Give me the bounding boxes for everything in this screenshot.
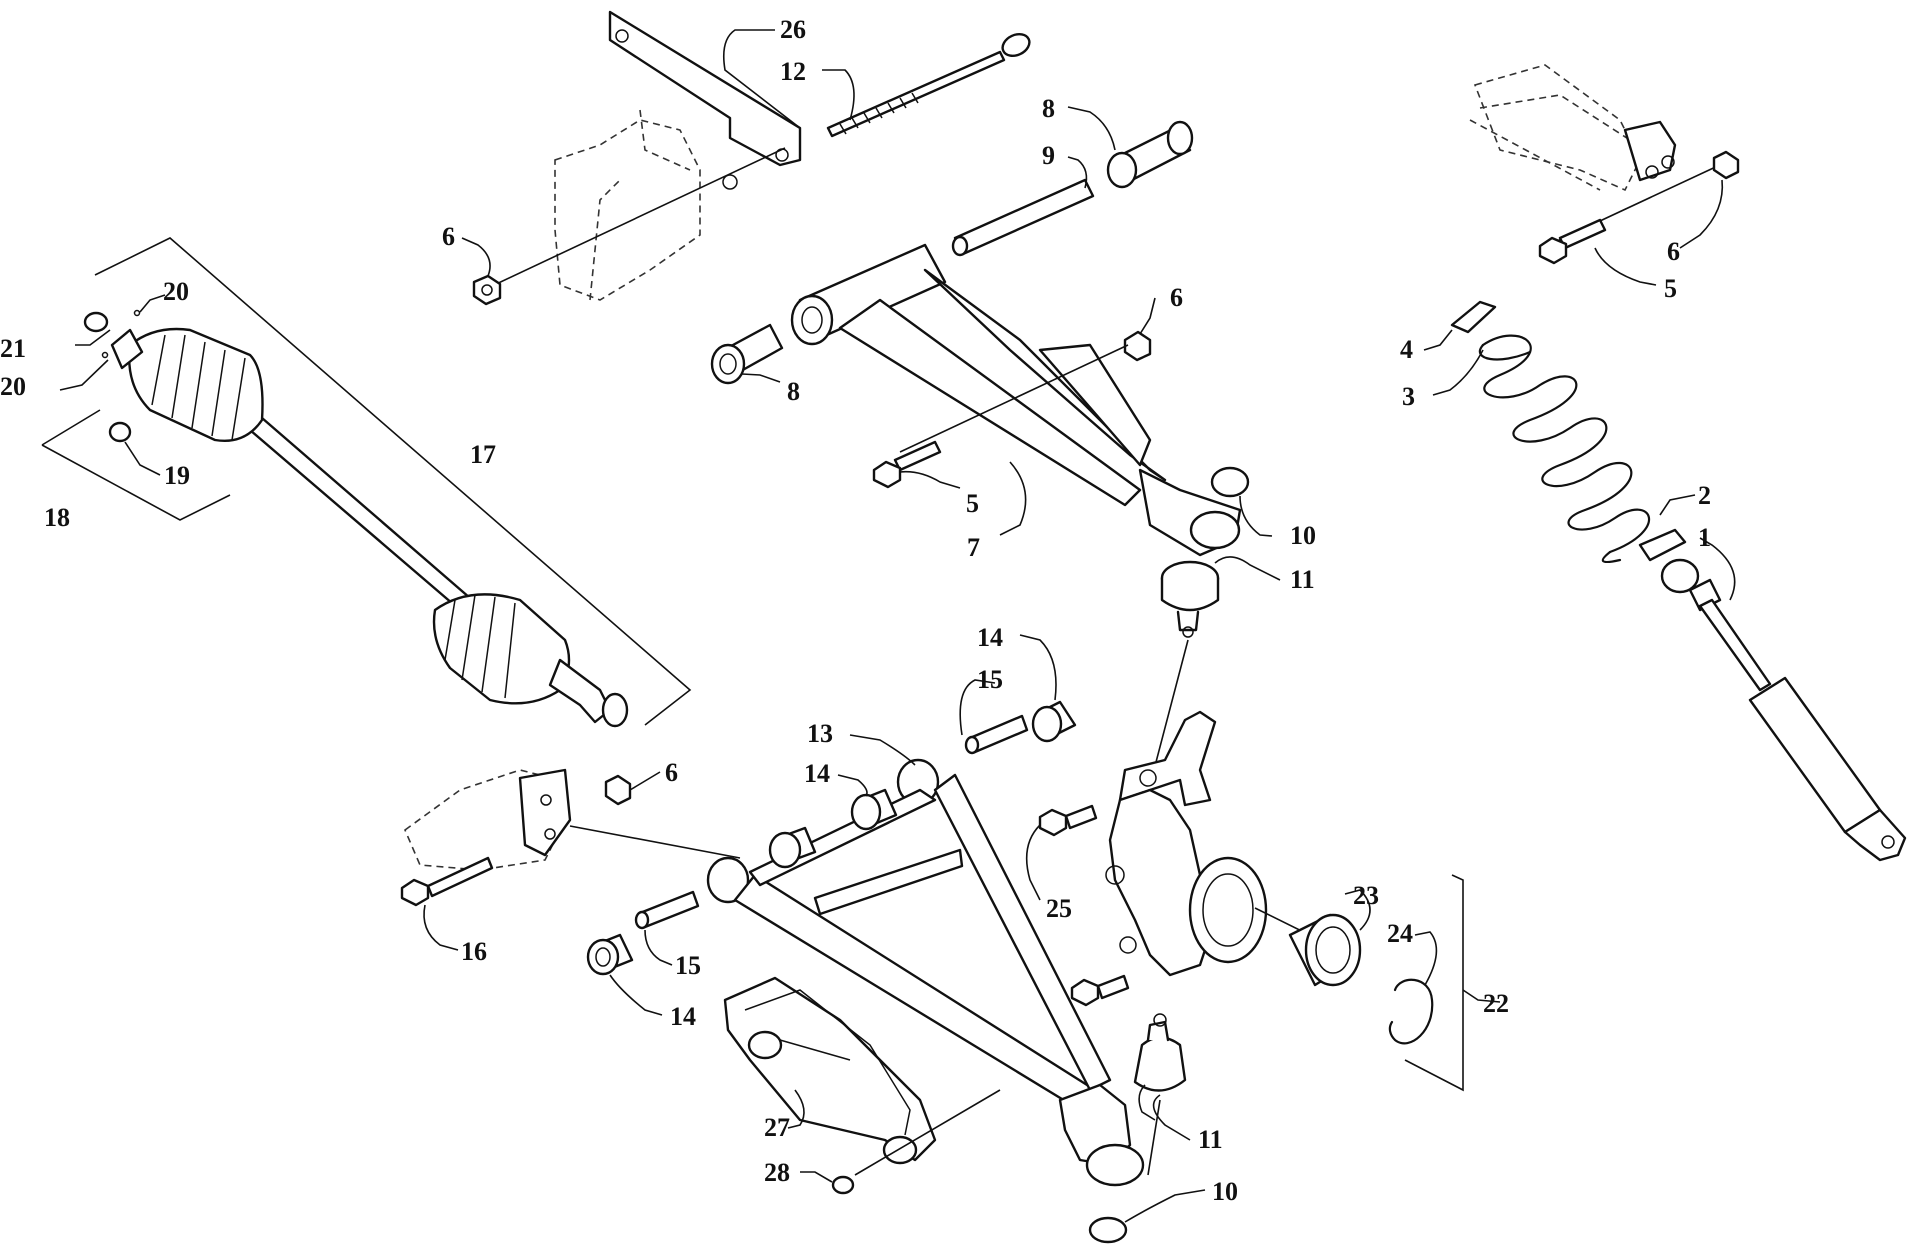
callout-20-lower: 20	[0, 372, 26, 401]
bolt-5-shock	[1538, 218, 1607, 265]
callout-16: 16	[461, 937, 487, 966]
flange-nut-6-upper-left	[472, 274, 502, 306]
leader-lines	[59, 29, 1736, 1223]
assembly-line-lower-bracket	[569, 825, 741, 859]
bolt-25-upper	[1038, 804, 1098, 837]
callout-5-upper-arm: 5	[966, 489, 979, 518]
bushing-8-upper-left	[710, 323, 784, 385]
callout-28: 28	[764, 1158, 790, 1187]
snap-ring-24	[1388, 978, 1434, 1045]
upper-a-arm-7	[790, 243, 1242, 557]
callout-7: 7	[967, 533, 980, 562]
callout-21: 21	[0, 334, 26, 363]
callout-8-upper: 8	[1042, 94, 1055, 123]
callout-18: 18	[44, 503, 70, 532]
callout-24: 24	[1387, 919, 1413, 948]
bushing-14-upper	[1031, 700, 1077, 743]
circlip-21	[83, 311, 109, 333]
callout-14-middle: 14	[804, 759, 830, 788]
callout-19: 19	[164, 461, 190, 490]
retaining-ring-10-lower	[1088, 1216, 1128, 1244]
steering-knuckle	[1105, 710, 1268, 977]
callout-3: 3	[1402, 382, 1415, 411]
assembly-line-skid-plate	[854, 1089, 1001, 1176]
ball-joint-11-lower	[1133, 1013, 1187, 1092]
bolt-5-upper-arm	[872, 440, 942, 489]
assembly-line-upper-balljoint	[1149, 639, 1189, 786]
callout-6-upper-left: 6	[442, 222, 455, 251]
bushing-14-left	[768, 826, 817, 869]
callout-labels: 26 12 8 9 6 6 6 6 8 5 5 7 10 10 11 11 20…	[0, 15, 1711, 1206]
callout-27: 27	[764, 1113, 790, 1142]
assembly-line-lower-balljoint	[1147, 1099, 1161, 1176]
callout-14-upper: 14	[977, 623, 1003, 652]
coil-spring-3	[1478, 334, 1651, 564]
lower-frame-bracket	[404, 768, 572, 871]
callout-20-upper: 20	[163, 277, 189, 306]
callout-5-shock-mount: 5	[1664, 274, 1677, 303]
bushing-14-middle	[850, 788, 898, 831]
callout-15-upper: 15	[977, 665, 1003, 694]
callout-25: 25	[1046, 894, 1072, 923]
long-bolt-12	[826, 32, 1031, 138]
retaining-ring-10-upper	[1210, 466, 1250, 498]
bracket-22	[1404, 874, 1464, 1092]
callout-23: 23	[1353, 881, 1379, 910]
flange-nut-6-lower	[604, 774, 632, 806]
callout-13: 13	[807, 719, 833, 748]
callout-22: 22	[1483, 989, 1509, 1018]
callout-6-upper-arm: 6	[1170, 283, 1183, 312]
callout-1: 1	[1698, 523, 1711, 552]
axle-bracket-lines	[41, 237, 692, 726]
bolt-25-lower	[1070, 974, 1130, 1007]
sleeve-9	[951, 178, 1095, 257]
clip-20-lower	[101, 351, 109, 359]
callout-6-shock-mount: 6	[1667, 237, 1680, 266]
assembly-line-upper-arm-bolt	[899, 344, 1129, 453]
spring-retainer-2	[1638, 528, 1687, 562]
callout-2: 2	[1698, 481, 1711, 510]
sleeve-15-upper	[964, 714, 1029, 755]
flange-nut-6-shock	[1712, 150, 1740, 180]
sleeve-15-lower	[634, 890, 700, 930]
callout-11-lower: 11	[1198, 1125, 1223, 1154]
bushing-14-lower	[586, 933, 634, 976]
bolt-16	[400, 856, 494, 907]
callout-9: 9	[1042, 141, 1055, 170]
callout-17: 17	[470, 440, 496, 469]
circlip-19	[108, 421, 132, 443]
bushing-8-upper-right	[1106, 120, 1194, 189]
upper-frame-bracket	[554, 10, 802, 301]
clip-20-upper	[133, 309, 141, 317]
cv-axle-17	[110, 327, 629, 728]
callout-11-upper: 11	[1290, 565, 1315, 594]
screw-28	[831, 1175, 855, 1195]
callout-14-lower: 14	[670, 1002, 696, 1031]
callout-26: 26	[780, 15, 806, 44]
skid-plate-27	[723, 976, 937, 1165]
callout-12: 12	[780, 57, 806, 86]
callout-4: 4	[1400, 335, 1413, 364]
callout-6-lower: 6	[665, 758, 678, 787]
flange-nut-6-upper-arm	[1123, 330, 1152, 362]
spring-retainer-4	[1450, 300, 1497, 334]
shock-absorber-1	[1660, 558, 1907, 862]
shock-mount-bracket	[1469, 64, 1677, 192]
callout-10-upper: 10	[1290, 521, 1316, 550]
ball-joint-11-upper	[1160, 560, 1220, 638]
wheel-bearing-23	[1288, 913, 1362, 987]
callout-15-lower: 15	[675, 951, 701, 980]
assembly-line-upper-bracket	[489, 147, 786, 288]
callout-8-lower: 8	[787, 377, 800, 406]
callout-10-lower: 10	[1212, 1177, 1238, 1206]
